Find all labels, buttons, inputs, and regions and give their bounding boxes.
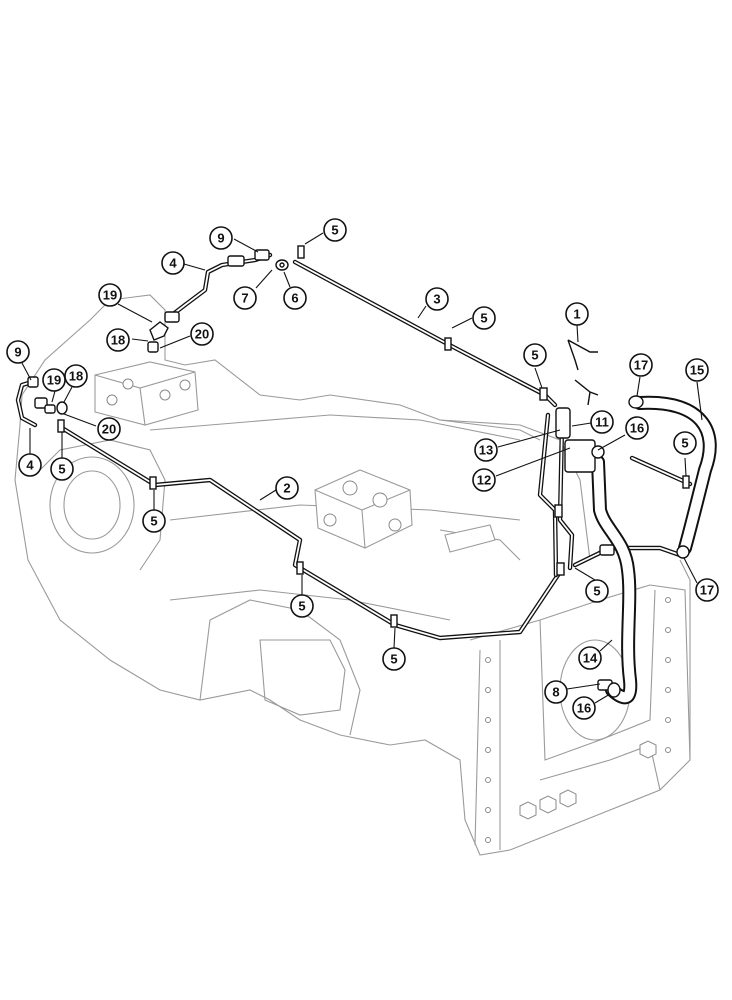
callout-5-pipe2-c: 5 — [382, 647, 406, 671]
callout-label: 20 — [195, 327, 209, 342]
callout-label: 5 — [390, 652, 397, 667]
callout-label: 14 — [583, 651, 598, 666]
callout-5-right-bottom: 5 — [585, 579, 609, 603]
callout-18-left: 18 — [64, 364, 88, 388]
callout-14: 14 — [578, 646, 602, 670]
callout-label: 5 — [681, 436, 688, 451]
callout-label: 18 — [69, 369, 83, 384]
callout-label: 16 — [630, 421, 644, 436]
callout-9-upper: 9 — [209, 226, 233, 250]
leader-lines — [21, 232, 703, 704]
callout-label: 12 — [477, 473, 491, 488]
callout-4-left: 4 — [18, 453, 42, 477]
callout-5-left: 5 — [50, 457, 74, 481]
callout-label: 5 — [331, 223, 338, 238]
callout-12: 12 — [472, 468, 496, 492]
pipe-right-lines — [537, 412, 693, 578]
callout-19-left: 19 — [42, 368, 66, 392]
pipe-2 — [59, 425, 563, 641]
callout-label: 6 — [291, 291, 298, 306]
callout-8: 8 — [544, 680, 568, 704]
callout-5-top: 5 — [323, 218, 347, 242]
callout-20-left: 20 — [97, 417, 121, 441]
callout-label: 4 — [26, 458, 34, 473]
callout-label: 5 — [58, 462, 65, 477]
hose-14 — [591, 455, 638, 705]
callout-19-upper: 19 — [98, 283, 122, 307]
callout-13: 13 — [474, 438, 498, 462]
callout-label: 4 — [169, 256, 177, 271]
callout-label: 15 — [690, 363, 704, 378]
callout-label: 5 — [298, 599, 305, 614]
callout-11: 11 — [590, 410, 614, 434]
callout-label: 5 — [593, 584, 600, 599]
callout-label: 13 — [479, 443, 493, 458]
callout-3: 3 — [425, 287, 449, 311]
pipe-3 — [292, 259, 558, 408]
hose-4-left — [15, 379, 38, 428]
pipe-4-upper — [169, 252, 273, 318]
callout-label: 3 — [433, 292, 440, 307]
hose-15 — [633, 395, 717, 555]
callout-16-lower: 16 — [572, 696, 596, 720]
callout-label: 5 — [480, 311, 487, 326]
callout-16-upper: 16 — [625, 416, 649, 440]
callout-label: 2 — [283, 481, 290, 496]
callout-4-upper: 4 — [161, 251, 185, 275]
fittings — [27, 245, 690, 698]
callout-15: 15 — [685, 358, 709, 382]
callout-2: 2 — [275, 476, 299, 500]
callout-label: 20 — [102, 422, 116, 437]
callout-label: 18 — [111, 333, 125, 348]
callout-5-right-top: 5 — [523, 343, 547, 367]
callout-label: 8 — [552, 685, 559, 700]
callout-5-pipe2-a: 5 — [142, 509, 166, 533]
callout-label: 11 — [595, 415, 609, 430]
callout-label: 17 — [634, 358, 648, 373]
callout-label: 7 — [241, 291, 248, 306]
callout-17-lower: 17 — [695, 578, 719, 602]
callout-label: 16 — [577, 701, 591, 716]
callout-label: 17 — [700, 583, 714, 598]
callout-label: 19 — [47, 373, 61, 388]
callout-label: 9 — [14, 345, 21, 360]
callout-label: 19 — [103, 288, 117, 303]
callout-1: 1 — [565, 302, 589, 326]
callout-7: 7 — [233, 286, 257, 310]
transmission-housing — [14, 294, 691, 856]
callout-label: 1 — [573, 307, 580, 322]
callout-5-pipe2-b: 5 — [290, 594, 314, 618]
callout-6: 6 — [283, 286, 307, 310]
callout-18-upper: 18 — [106, 328, 130, 352]
callout-9-left: 9 — [6, 340, 30, 364]
callout-20-upper: 20 — [190, 322, 214, 346]
callout-17-upper: 17 — [629, 353, 653, 377]
callout-5-pipe3: 5 — [472, 306, 496, 330]
callout-label: 5 — [150, 514, 157, 529]
callout-label: 5 — [531, 348, 538, 363]
callout-5-right-side: 5 — [673, 431, 697, 455]
callout-label: 9 — [217, 231, 224, 246]
